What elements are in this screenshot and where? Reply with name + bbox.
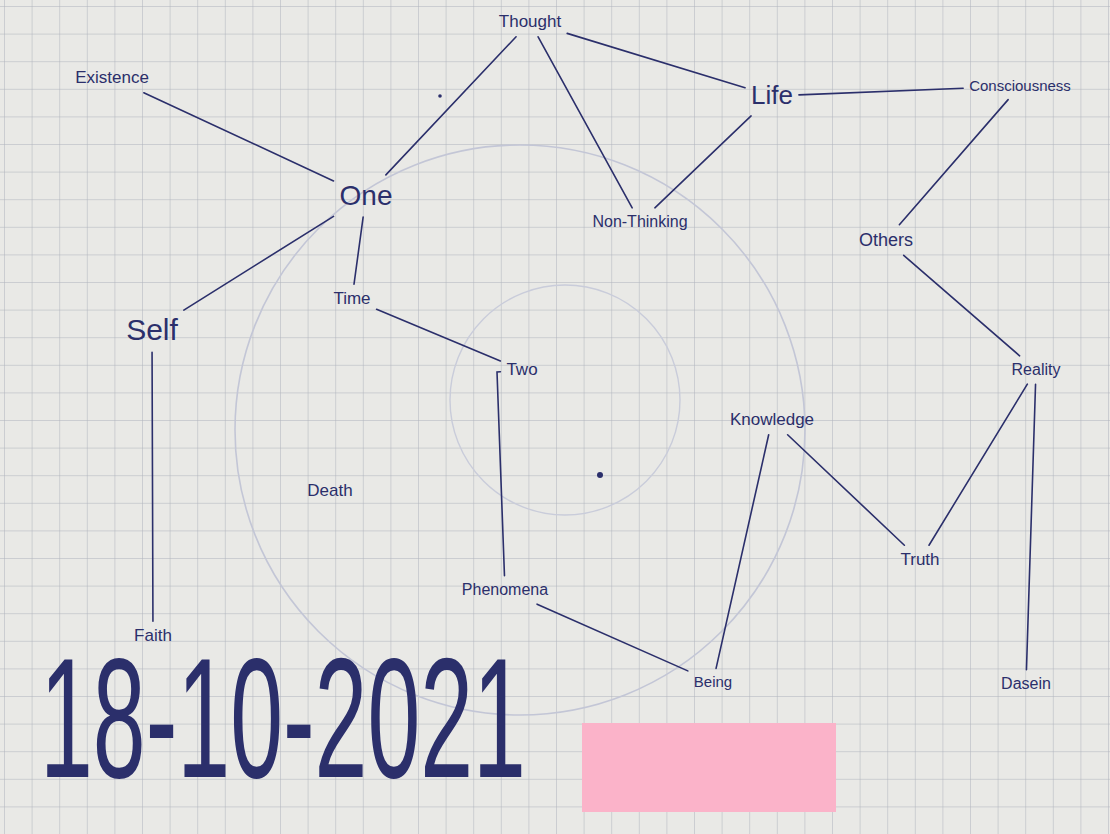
concept-word: Existence [72, 66, 152, 90]
concept-word: Truth [897, 548, 942, 572]
concept-word: Self [123, 311, 181, 350]
link-line [354, 217, 363, 284]
concept-text: Existence [75, 68, 149, 88]
link-line [799, 88, 963, 95]
concept-word: Reality [1009, 359, 1064, 381]
ink-dot [438, 94, 442, 98]
redaction-block [582, 723, 836, 812]
concept-text: Reality [1012, 361, 1061, 379]
concept-word: Consciousness [966, 75, 1074, 96]
concept-text: Time [333, 289, 370, 309]
concept-word: Knowledge [727, 408, 817, 432]
concept-text: Non-Thinking [592, 213, 687, 231]
link-line [497, 372, 504, 576]
link-line [567, 33, 745, 87]
link-line [655, 116, 751, 208]
concept-text: Being [694, 673, 732, 690]
ink-dot [597, 472, 603, 478]
caption-word: Death [307, 482, 352, 499]
concept-text: Truth [900, 550, 939, 570]
concept-text: Knowledge [730, 410, 814, 430]
concept-word: Life [748, 79, 796, 113]
date-stamp: 18-10-2021 [40, 632, 526, 802]
link-line [184, 216, 334, 310]
link-line [929, 384, 1027, 545]
concept-text: Phenomena [462, 581, 548, 599]
concept-text: Life [751, 81, 793, 111]
link-line [537, 604, 688, 671]
pencil-circle [450, 285, 680, 515]
concept-text: Others [859, 230, 913, 251]
pencil-circle [235, 145, 805, 715]
concept-word: Being [691, 671, 735, 692]
link-line [151, 352, 153, 621]
concept-word: Non-Thinking [589, 211, 690, 233]
link-line [386, 37, 516, 175]
concept-word: Two [503, 358, 540, 382]
concept-word: Thought [496, 10, 564, 34]
concept-text: One [340, 180, 393, 212]
concept-word: Time [330, 287, 373, 311]
link-line [716, 435, 769, 669]
concept-text: Thought [499, 12, 561, 32]
concept-text: Self [126, 313, 178, 348]
link-line [377, 309, 501, 361]
link-line [904, 255, 1020, 355]
concept-text: Two [506, 360, 537, 380]
concept-word: Phenomena [459, 579, 551, 601]
concept-text: Consciousness [969, 77, 1071, 94]
link-line [538, 37, 632, 208]
link-line [1026, 384, 1035, 670]
concept-word: Dasein [998, 673, 1054, 695]
link-line [788, 435, 905, 545]
concept-word: Others [856, 228, 916, 253]
link-line [144, 93, 334, 181]
concept-text: Dasein [1001, 675, 1051, 693]
link-line [899, 100, 1008, 225]
concept-word: One [337, 178, 396, 214]
